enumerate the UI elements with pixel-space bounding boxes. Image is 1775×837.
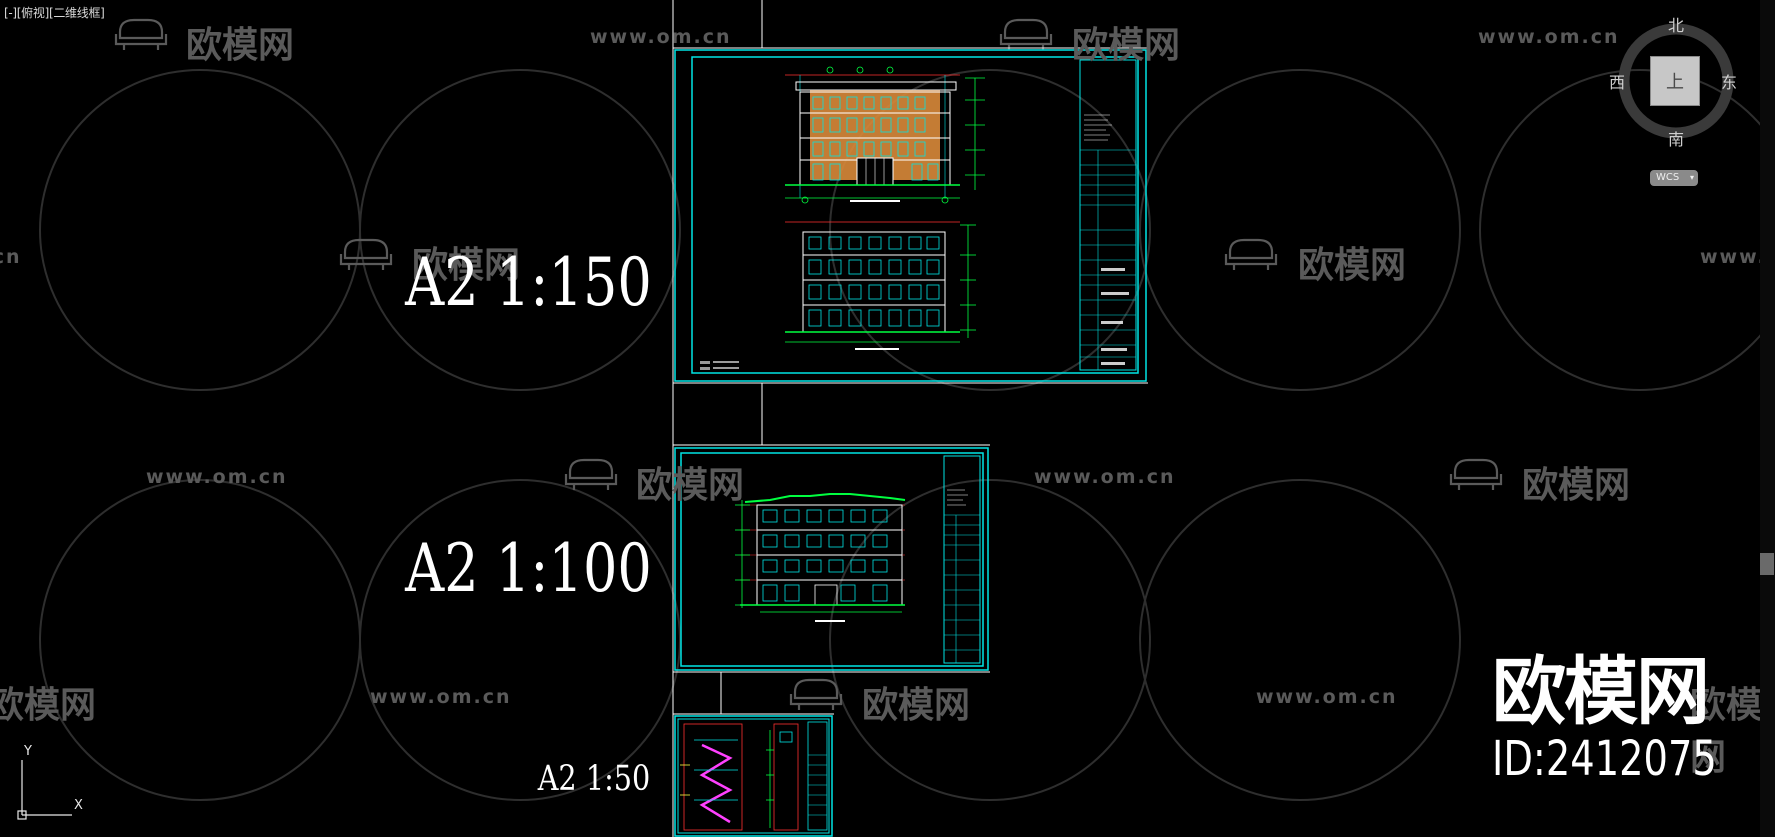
viewcube-top-face[interactable]: 上 bbox=[1650, 56, 1700, 106]
ucs-y-label: Y bbox=[24, 744, 32, 759]
watermark-site-text: www.om.cn bbox=[590, 26, 732, 48]
watermark-brand-text: 欧模网 bbox=[1690, 685, 1763, 778]
watermark-circles bbox=[39, 69, 1775, 801]
brand-id: ID:2412075 bbox=[1492, 731, 1717, 787]
watermark-site-text: www.om.cn bbox=[370, 686, 512, 708]
watermark-brand-text: 欧模网 bbox=[186, 25, 295, 66]
watermark-brand-text: 欧模网 bbox=[862, 685, 971, 726]
watermark-site-text: www.om.cn bbox=[146, 466, 288, 488]
watermark-brand-text: 欧模网 bbox=[636, 465, 745, 506]
scale-label-1-50: A2 1:50 bbox=[537, 759, 650, 799]
scale-label-1-150: A2 1:150 bbox=[405, 244, 652, 321]
sheet-a2-1-100[interactable] bbox=[674, 447, 989, 671]
watermark-site-text: www.om.cn bbox=[0, 246, 22, 268]
viewcube-west[interactable]: 西 bbox=[1609, 73, 1626, 92]
watermark-logos bbox=[114, 18, 1503, 712]
watermark-brand-text: 欧模网 bbox=[1298, 245, 1407, 286]
watermark-brand-text: 欧模网 bbox=[1072, 25, 1181, 66]
viewcube-east[interactable]: 东 bbox=[1721, 73, 1738, 92]
sheet-a2-1-150[interactable] bbox=[674, 49, 1147, 382]
scrollbar-thumb[interactable] bbox=[1760, 553, 1774, 575]
wcs-menu[interactable]: WCS ▾ bbox=[1650, 170, 1698, 186]
wcs-label: WCS bbox=[1656, 172, 1680, 183]
vertical-scrollbar[interactable] bbox=[1760, 0, 1775, 837]
sheet-dividers bbox=[672, 0, 1148, 837]
watermark-brand-text: 欧模网 bbox=[412, 245, 521, 286]
watermark-site-text: www.om.cn bbox=[1034, 466, 1176, 488]
viewcube-ring[interactable] bbox=[1618, 23, 1734, 139]
ucs-x-label: X bbox=[74, 798, 83, 813]
watermark-site-text: www.om.cn bbox=[1478, 26, 1620, 48]
viewcube-north[interactable]: 北 bbox=[1668, 16, 1685, 35]
watermark-site-text: www.om.cn bbox=[1256, 686, 1398, 708]
brand-watermark: 欧模网 bbox=[1492, 649, 1710, 735]
scale-label-1-100: A2 1:100 bbox=[405, 530, 652, 607]
watermark-site-text: www.om.cn bbox=[1700, 246, 1775, 268]
watermark-brand-text: 欧模网 bbox=[0, 685, 97, 726]
sheet-a2-1-50[interactable] bbox=[674, 715, 833, 837]
watermark-brand-text: 欧模网 bbox=[1522, 465, 1631, 506]
ucs-icon bbox=[17, 760, 72, 820]
viewport-controls-label[interactable]: [-][俯视][二维线框] bbox=[4, 6, 105, 20]
viewcube-south[interactable]: 南 bbox=[1668, 130, 1685, 149]
chevron-down-icon: ▾ bbox=[1689, 173, 1694, 182]
